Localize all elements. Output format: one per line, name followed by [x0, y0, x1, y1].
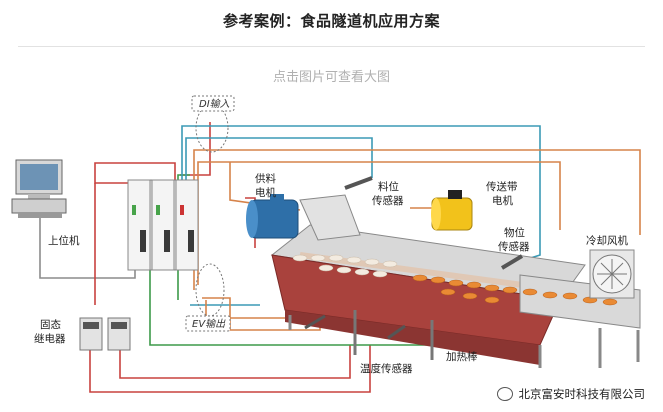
- feed-hopper: [299, 194, 361, 241]
- tunnel-oven: [270, 224, 641, 368]
- feed-motor-icon: [246, 194, 299, 239]
- di-input-bubble: [195, 103, 229, 153]
- temp-sensor-icon: [304, 314, 406, 340]
- wechat-icon: [496, 387, 513, 401]
- object-sensor-label-line1: 物位: [504, 226, 525, 239]
- wire-red-loop: [94, 162, 176, 195]
- wire-green-left: [149, 270, 220, 346]
- watermark-text: 北京富安时科技有限公司: [518, 387, 646, 401]
- conveyor-motor-icon: [431, 190, 473, 231]
- ssr-label-line1: 固态: [40, 318, 61, 331]
- food-items: [292, 254, 398, 278]
- wire-red-ssr: [89, 183, 371, 393]
- upper-computer-label: 上位机: [48, 234, 80, 247]
- ssr-label-line2: 继电器: [34, 332, 66, 345]
- object-sensor-label-line2: 传感器: [498, 240, 530, 253]
- feed-motor-label-line2: 电机: [255, 186, 276, 199]
- upper-computer-icon: [11, 159, 67, 218]
- baked-items: [412, 274, 618, 306]
- cooling-fan-label: 冷却风机: [586, 234, 628, 247]
- cooling-fan-icon: [589, 249, 635, 299]
- wire-orange-low: [202, 297, 321, 331]
- view-larger-hint[interactable]: 点击图片可查看大图: [272, 70, 390, 85]
- page-title: 参考案例：食品隧道机应用方案: [222, 12, 440, 30]
- conveyor-motor-label-line2: 电机: [492, 194, 513, 207]
- title-divider: [18, 46, 645, 47]
- level-sensor-label-line1: 料位: [378, 180, 399, 193]
- ev-output-label: EV输出: [192, 318, 226, 330]
- level-sensor-label-line2: 传感器: [372, 194, 404, 207]
- temp-sensor-label: 温度传感器: [360, 362, 413, 375]
- level-sensor-icon: [344, 176, 373, 190]
- conveyor-motor-label-line1: 传送带: [486, 180, 518, 193]
- heating-rod-icon: [353, 310, 434, 360]
- company-watermark: 北京富安时科技有限公司: [496, 386, 646, 402]
- feed-motor-label-line1: 供料: [255, 172, 276, 185]
- wire-red-ssr2: [119, 345, 351, 379]
- object-sensor-icon: [500, 254, 524, 270]
- solid-state-relay-icon: [79, 317, 131, 351]
- heating-rod-label: 加热棒: [446, 350, 478, 363]
- ev-output-bubble: [195, 263, 225, 317]
- io-controller-icon: [127, 179, 199, 271]
- di-input-label: DI输入: [199, 98, 230, 110]
